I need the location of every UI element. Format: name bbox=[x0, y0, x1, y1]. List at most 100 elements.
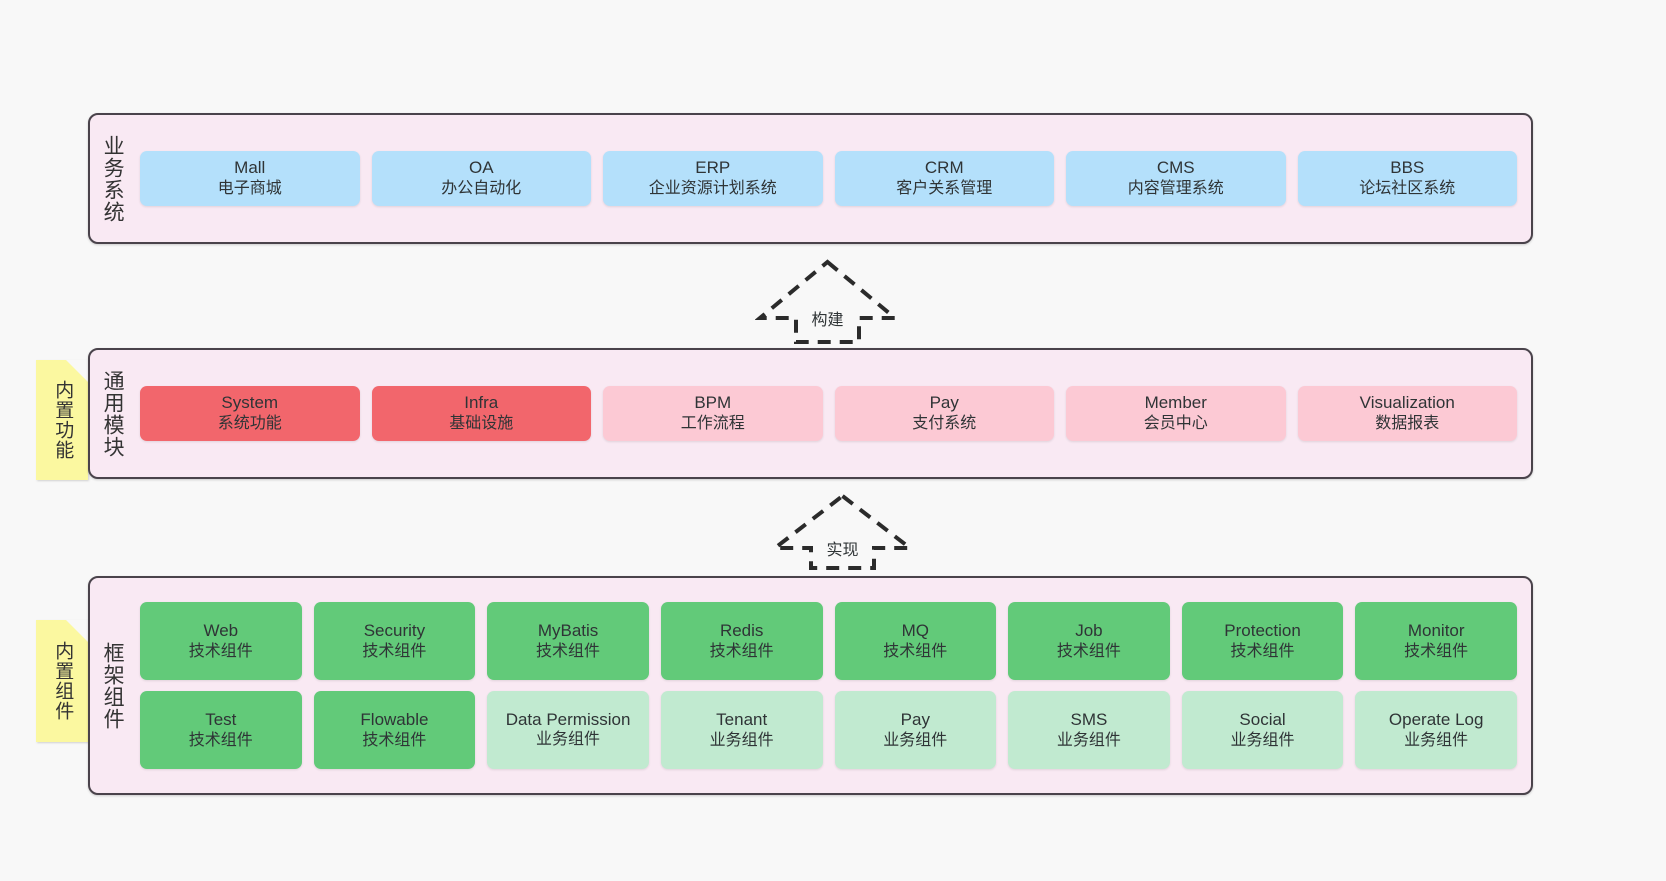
card-erp-cn: 企业资源计划系统 bbox=[648, 180, 777, 198]
layer-common-modules: 通用模块 System 系统功能 Infra 基础设施 BPM 工作流程 Pay… bbox=[88, 348, 1533, 479]
card-pay-module-en: Pay bbox=[929, 393, 959, 413]
card-oa-en: OA bbox=[468, 158, 494, 178]
card-system-cn: 系统功能 bbox=[217, 415, 282, 433]
card-system-en: System bbox=[221, 393, 279, 413]
card-visualization-en: Visualization bbox=[1359, 393, 1455, 413]
card-pay-component-en: Pay bbox=[900, 709, 930, 729]
card-bbs[interactable]: BBS 论坛社区系统 bbox=[1297, 151, 1517, 206]
implement-arrow-icon bbox=[769, 493, 916, 570]
card-crm-en: CRM bbox=[924, 158, 964, 178]
card-mall[interactable]: Mall 电子商城 bbox=[140, 151, 360, 206]
card-sms-cn: 业务组件 bbox=[1056, 731, 1121, 749]
note-builtin-features: 内置功能 bbox=[36, 360, 88, 480]
card-monitor-cn: 技术组件 bbox=[1404, 642, 1469, 660]
card-member-en: Member bbox=[1144, 393, 1207, 413]
layer-framework-components: 框架组件 Web 技术组件 Security 技术组件 MyBatis 技术组件… bbox=[88, 576, 1533, 795]
card-tenant[interactable]: Tenant 业务组件 bbox=[660, 691, 823, 769]
card-pay-module-cn: 支付系统 bbox=[912, 415, 977, 433]
card-monitor[interactable]: Monitor 技术组件 bbox=[1355, 602, 1517, 680]
card-web-cn: 技术组件 bbox=[188, 642, 253, 660]
card-redis-en: Redis bbox=[719, 620, 764, 640]
layer-business-systems: 业务系统 Mall 电子商城 OA 办公自动化 ERP 企业资源计划系统 CRM… bbox=[88, 113, 1533, 244]
card-erp-en: ERP bbox=[695, 158, 731, 178]
card-web[interactable]: Web 技术组件 bbox=[140, 602, 302, 680]
connector-build-label: 构建 bbox=[811, 312, 844, 329]
card-bbs-cn: 论坛社区系统 bbox=[1359, 180, 1456, 198]
framework-row-biz: Test 技术组件 Flowable 技术组件 Data Permission … bbox=[140, 691, 1517, 769]
layer-framework-components-title: 框架组件 bbox=[101, 641, 125, 730]
card-job[interactable]: Job 技术组件 bbox=[1008, 602, 1170, 680]
card-social-en: Social bbox=[1239, 709, 1286, 729]
card-member[interactable]: Member 会员中心 bbox=[1066, 386, 1286, 441]
card-mq[interactable]: MQ 技术组件 bbox=[834, 602, 997, 680]
card-bbs-en: BBS bbox=[1390, 158, 1425, 178]
card-mybatis[interactable]: MyBatis 技术组件 bbox=[487, 602, 649, 680]
card-bpm-cn: 工作流程 bbox=[680, 415, 745, 433]
card-social[interactable]: Social 业务组件 bbox=[1181, 691, 1344, 769]
note-builtin-features-label: 内置功能 bbox=[52, 380, 74, 460]
card-mybatis-cn: 技术组件 bbox=[536, 642, 601, 660]
card-flowable-en: Flowable bbox=[360, 709, 429, 729]
card-visualization-cn: 数据报表 bbox=[1375, 415, 1440, 433]
layer-common-modules-title: 通用模块 bbox=[101, 369, 125, 458]
card-oa[interactable]: OA 办公自动化 bbox=[371, 151, 591, 206]
card-bpm-en: BPM bbox=[694, 393, 732, 413]
build-arrow-icon bbox=[754, 259, 901, 344]
card-visualization[interactable]: Visualization 数据报表 bbox=[1297, 386, 1517, 441]
card-system[interactable]: System 系统功能 bbox=[140, 386, 360, 441]
card-member-cn: 会员中心 bbox=[1143, 415, 1208, 433]
card-pay-module[interactable]: Pay 支付系统 bbox=[834, 386, 1054, 441]
card-crm[interactable]: CRM 客户关系管理 bbox=[834, 151, 1054, 206]
card-flowable-cn: 技术组件 bbox=[362, 731, 427, 749]
card-security[interactable]: Security 技术组件 bbox=[313, 602, 476, 680]
card-bpm[interactable]: BPM 工作流程 bbox=[603, 386, 823, 441]
card-cms-cn: 内容管理系统 bbox=[1127, 180, 1224, 198]
card-mq-cn: 技术组件 bbox=[883, 642, 948, 660]
card-pay-component[interactable]: Pay 业务组件 bbox=[834, 691, 997, 769]
connector-build: 构建 bbox=[754, 258, 901, 346]
card-operate-log[interactable]: Operate Log 业务组件 bbox=[1355, 691, 1517, 769]
card-redis-cn: 技术组件 bbox=[709, 642, 774, 660]
card-tenant-en: Tenant bbox=[716, 709, 768, 729]
card-protection-en: Protection bbox=[1224, 620, 1301, 640]
card-infra[interactable]: Infra 基础设施 bbox=[371, 386, 591, 441]
card-test-en: Test bbox=[205, 709, 237, 729]
card-data-permission-cn: 业务组件 bbox=[536, 730, 601, 748]
card-job-en: Job bbox=[1075, 620, 1103, 640]
card-oa-cn: 办公自动化 bbox=[441, 180, 522, 198]
card-protection-cn: 技术组件 bbox=[1230, 642, 1295, 660]
card-mq-en: MQ bbox=[901, 620, 929, 640]
connector-implement-label: 实现 bbox=[826, 542, 859, 559]
card-mall-en: Mall bbox=[234, 158, 266, 178]
card-operate-log-cn: 业务组件 bbox=[1404, 731, 1469, 749]
card-pay-component-cn: 业务组件 bbox=[883, 731, 948, 749]
card-data-permission-en: Data Permission bbox=[505, 709, 631, 729]
connector-implement: 实现 bbox=[769, 492, 916, 572]
card-web-en: Web bbox=[203, 620, 239, 640]
card-crm-cn: 客户关系管理 bbox=[896, 180, 993, 198]
card-test[interactable]: Test 技术组件 bbox=[140, 691, 302, 769]
layer-business-systems-title: 业务系统 bbox=[101, 134, 125, 223]
card-erp[interactable]: ERP 企业资源计划系统 bbox=[603, 151, 823, 206]
card-redis[interactable]: Redis 技术组件 bbox=[660, 602, 823, 680]
card-flowable[interactable]: Flowable 技术组件 bbox=[313, 691, 476, 769]
card-sms[interactable]: SMS 业务组件 bbox=[1008, 691, 1170, 769]
card-operate-log-en: Operate Log bbox=[1388, 709, 1484, 729]
card-protection[interactable]: Protection 技术组件 bbox=[1181, 602, 1344, 680]
note-fold-icon-2 bbox=[66, 620, 88, 642]
card-cms[interactable]: CMS 内容管理系统 bbox=[1066, 151, 1286, 206]
card-security-en: Security bbox=[363, 620, 426, 640]
card-job-cn: 技术组件 bbox=[1056, 642, 1121, 660]
card-cms-en: CMS bbox=[1156, 158, 1195, 178]
card-data-permission[interactable]: Data Permission 业务组件 bbox=[487, 691, 649, 769]
card-sms-en: SMS bbox=[1070, 709, 1108, 729]
note-fold-icon bbox=[66, 360, 88, 382]
framework-row-tech: Web 技术组件 Security 技术组件 MyBatis 技术组件 Redi… bbox=[140, 602, 1517, 680]
card-infra-cn: 基础设施 bbox=[449, 415, 514, 433]
card-security-cn: 技术组件 bbox=[362, 642, 427, 660]
card-mall-cn: 电子商城 bbox=[217, 180, 282, 198]
card-mybatis-en: MyBatis bbox=[537, 620, 599, 640]
card-tenant-cn: 业务组件 bbox=[709, 731, 774, 749]
layer-framework-components-grid: Web 技术组件 Security 技术组件 MyBatis 技术组件 Redi… bbox=[134, 578, 1531, 793]
